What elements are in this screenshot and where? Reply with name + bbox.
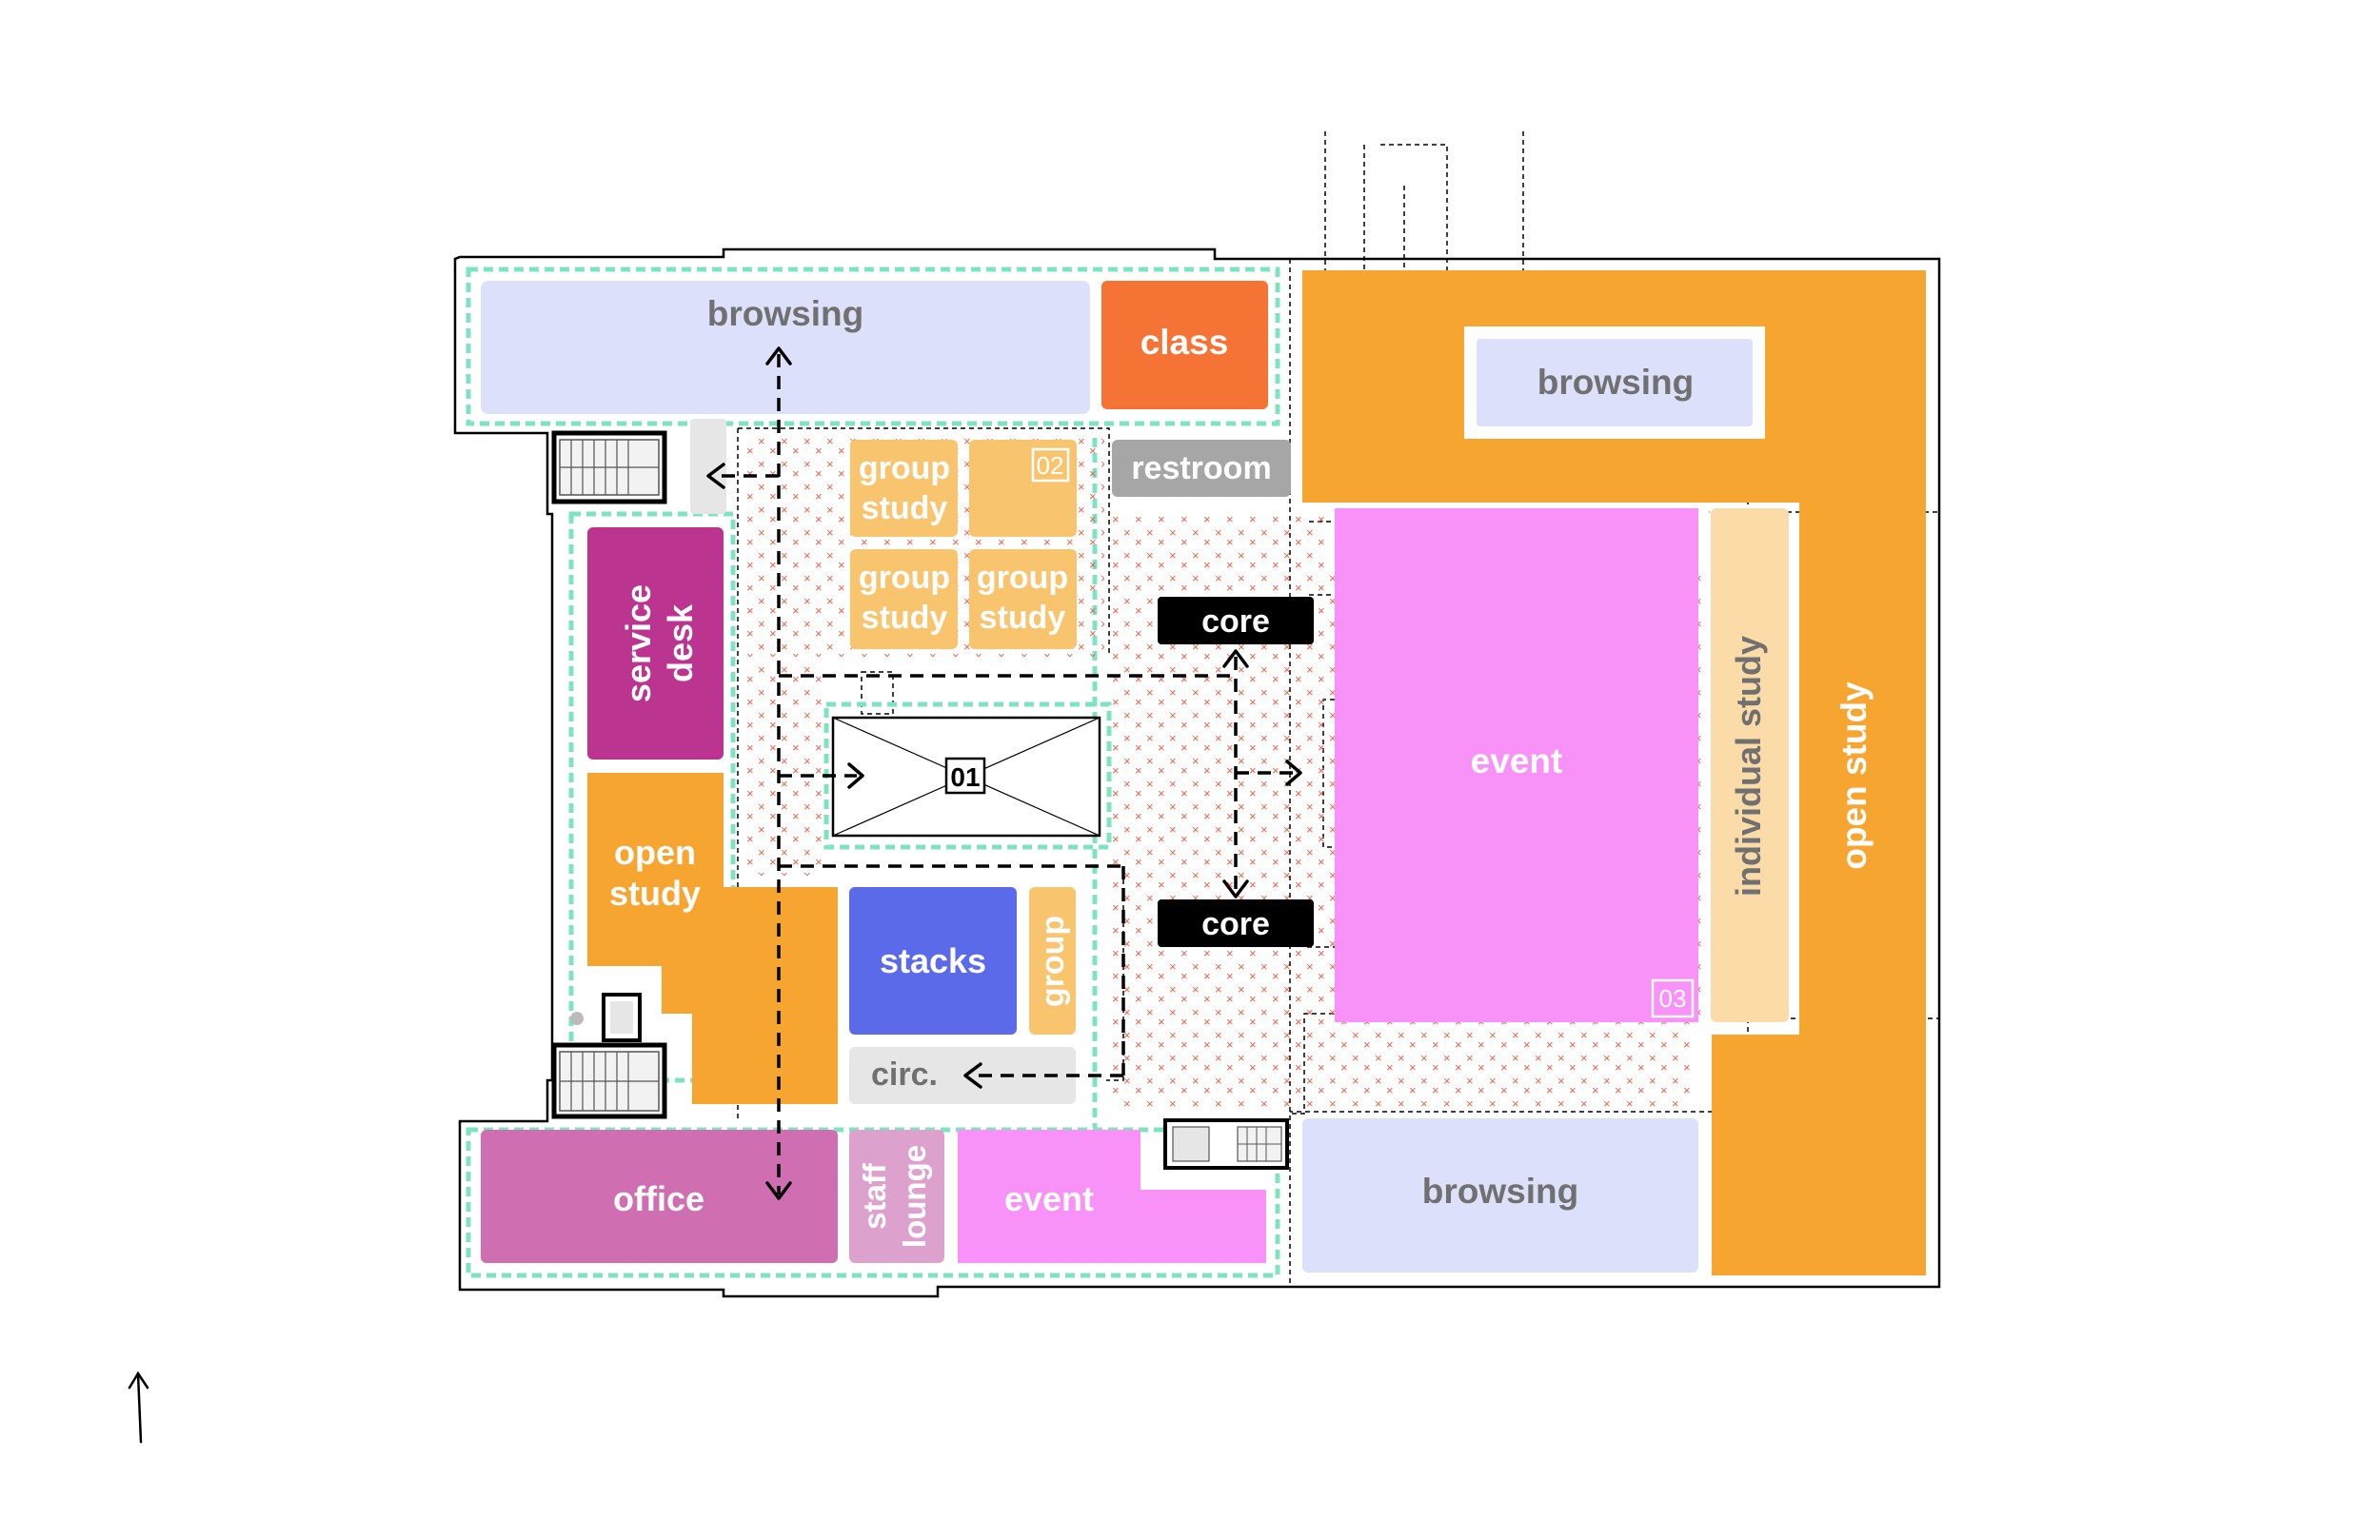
room-browsing-bottom[interactable]: browsing bbox=[1302, 1118, 1698, 1273]
stair-bottom-left bbox=[551, 1042, 667, 1119]
label-group-study-2-line1: group bbox=[859, 560, 950, 596]
room-group-study-3[interactable]: group study bbox=[969, 549, 1077, 649]
room-group-small[interactable]: group bbox=[1029, 887, 1076, 1035]
room-restroom[interactable]: restroom bbox=[1112, 440, 1291, 497]
circulation-arrows bbox=[716, 354, 1295, 1194]
column-dot bbox=[570, 1012, 584, 1025]
marker-03: 03 bbox=[1659, 984, 1687, 1013]
label-stacks: stacks bbox=[880, 941, 986, 980]
label-core-top: core bbox=[1201, 603, 1270, 640]
small-service-room bbox=[690, 419, 726, 514]
label-browsing-top: browsing bbox=[707, 294, 863, 333]
room-browsing-upper-right[interactable]: browsing bbox=[1464, 326, 1765, 439]
label-circ: circ. bbox=[871, 1056, 938, 1093]
label-open-study-left-line1: open bbox=[614, 833, 696, 872]
label-core-bottom: core bbox=[1201, 906, 1270, 942]
room-circ[interactable]: circ. bbox=[849, 1047, 1076, 1104]
stair-bottom-center bbox=[1163, 1118, 1289, 1170]
label-open-study-right: open study bbox=[1835, 681, 1874, 870]
label-service-desk-line1: service bbox=[619, 584, 658, 702]
label-staff-lounge-line1: staff bbox=[857, 1162, 892, 1230]
label-office: office bbox=[613, 1179, 704, 1218]
room-group-study-2[interactable]: group study bbox=[850, 549, 958, 649]
label-group-study-1-line1: group bbox=[859, 450, 950, 486]
room-individual-study[interactable]: individual study bbox=[1711, 508, 1789, 1022]
room-group-study-1[interactable]: group study bbox=[850, 440, 958, 537]
room-service-desk[interactable]: service desk bbox=[587, 527, 724, 760]
label-staff-lounge-line2: lounge bbox=[897, 1145, 932, 1248]
label-browsing-upper-right: browsing bbox=[1537, 363, 1694, 402]
label-group-small: group bbox=[1035, 916, 1071, 1007]
marker-02: 02 bbox=[1037, 451, 1064, 480]
core-top[interactable]: core bbox=[1158, 597, 1314, 644]
room-stacks[interactable]: stacks bbox=[849, 887, 1017, 1035]
north-arrow-icon bbox=[128, 1371, 149, 1444]
elevator-bottom-left bbox=[602, 993, 642, 1042]
label-individual-study: individual study bbox=[1729, 636, 1768, 897]
room-marker-02[interactable]: 02 bbox=[969, 440, 1077, 537]
room-class[interactable]: class bbox=[1101, 281, 1268, 409]
label-group-study-1-line2: study bbox=[862, 490, 948, 526]
label-event-bottom: event bbox=[1004, 1179, 1094, 1218]
label-class: class bbox=[1140, 323, 1229, 362]
label-group-study-2-line2: study bbox=[862, 600, 948, 636]
room-staff-lounge[interactable]: staff lounge bbox=[849, 1130, 944, 1263]
room-event-main[interactable]: event 03 bbox=[1335, 508, 1698, 1022]
label-restroom: restroom bbox=[1131, 450, 1271, 486]
label-event-main: event bbox=[1471, 741, 1563, 780]
label-open-study-left-line2: study bbox=[609, 874, 701, 913]
core-bottom[interactable]: core bbox=[1158, 899, 1314, 947]
room-event-bottom[interactable]: event bbox=[958, 1130, 1266, 1263]
arrowheads bbox=[706, 346, 1302, 1200]
stair-top-left bbox=[551, 430, 667, 504]
marker-01: 01 bbox=[950, 762, 980, 792]
room-browsing-top[interactable]: browsing bbox=[481, 281, 1090, 414]
room-open-study-left[interactable]: open study bbox=[587, 773, 838, 1104]
label-group-study-3-line1: group bbox=[977, 560, 1068, 596]
label-group-study-3-line2: study bbox=[980, 600, 1066, 636]
label-browsing-bottom: browsing bbox=[1422, 1172, 1578, 1211]
atrium-void-01: 01 bbox=[831, 716, 1101, 838]
label-service-desk-line2: desk bbox=[661, 603, 700, 682]
room-office[interactable]: office bbox=[481, 1130, 838, 1263]
room-open-study-right[interactable]: open study bbox=[1302, 270, 1926, 1275]
